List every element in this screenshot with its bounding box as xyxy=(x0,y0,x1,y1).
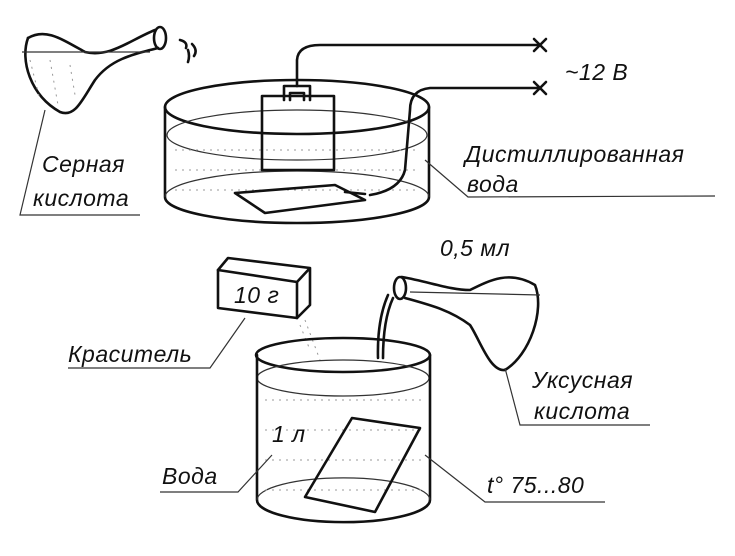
acetic-acid-label-2: кислота xyxy=(534,398,630,424)
sulfuric-acid-leader xyxy=(19,109,140,216)
electrolysis-tank xyxy=(163,37,548,225)
water-leader xyxy=(160,454,273,493)
dye-beaker xyxy=(254,336,432,524)
water-label: Вода xyxy=(162,463,218,489)
temperature-leader xyxy=(424,454,605,503)
voltage-label: ~12 В xyxy=(565,59,628,85)
sulfuric-acid-label-2: кислота xyxy=(33,185,129,211)
acetic-acid-label: Уксусная xyxy=(531,367,633,393)
distilled-water-leader xyxy=(424,159,716,198)
sulfuric-acid-label: Серная xyxy=(42,151,125,177)
acetic-acid-flask xyxy=(376,275,541,372)
dye-box xyxy=(216,256,321,361)
water-volume-label: 1 л xyxy=(272,421,306,447)
temperature-label: t° 75...80 xyxy=(487,472,584,498)
distilled-water-label-2: вода xyxy=(467,171,519,197)
acetic-volume-label: 0,5 мл xyxy=(440,235,510,261)
dye-amount-label: 10 г xyxy=(234,282,279,308)
acetic-acid-leader xyxy=(504,367,650,426)
dye-leader xyxy=(68,317,246,369)
distilled-water-label: Дистиллированная xyxy=(462,141,684,167)
dye-label: Краситель xyxy=(68,341,192,367)
sulfuric-acid-flask xyxy=(22,25,197,115)
